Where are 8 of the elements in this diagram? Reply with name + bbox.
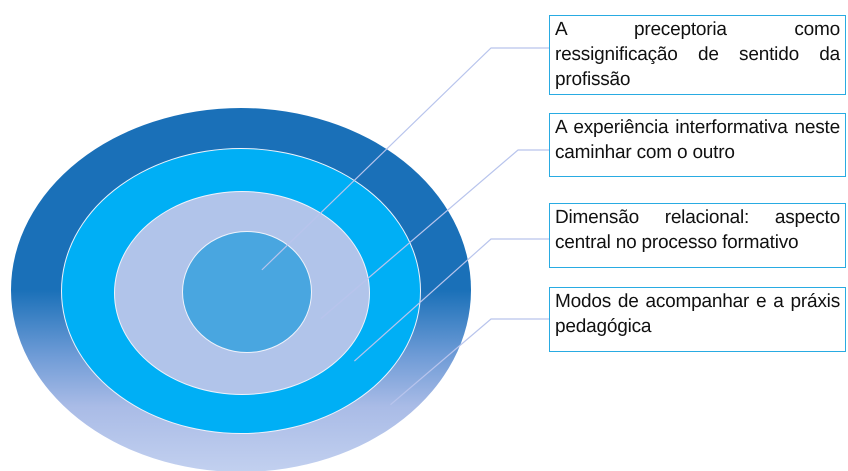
text-box: A experiência interformativa neste caminhar com o outro bbox=[549, 113, 846, 177]
leader-line bbox=[390, 318, 549, 406]
leader-line bbox=[354, 238, 549, 362]
leader-line bbox=[320, 149, 549, 319]
text-box: Modos de acompanhar e a práxis pedagógica bbox=[549, 287, 846, 352]
text-box: A preceptoria como ressignificação de sentido da profissão bbox=[549, 15, 846, 95]
text-box: Dimensão relacional: aspecto central no processo formativo bbox=[549, 203, 846, 268]
leader-line bbox=[261, 47, 549, 270]
